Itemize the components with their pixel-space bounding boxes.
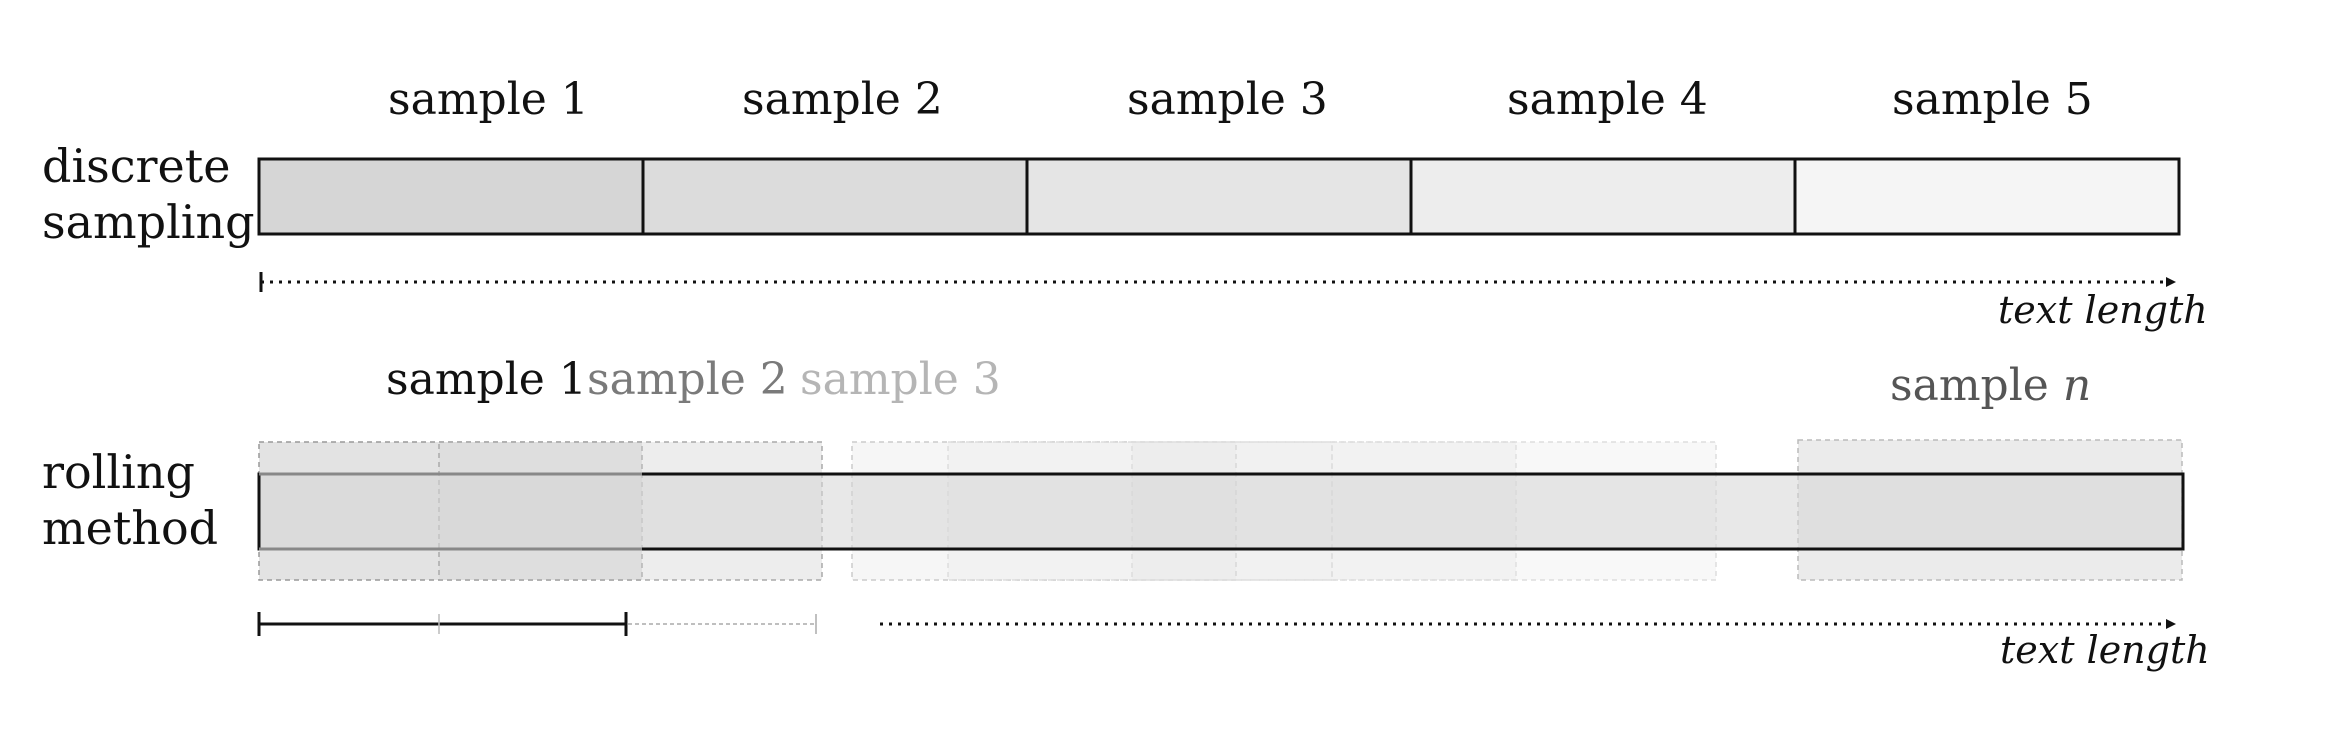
discrete-segment-2	[641, 157, 1029, 236]
discrete-axis-label: text length	[1998, 288, 2208, 332]
rolling-row-label-line1: rolling	[42, 445, 195, 499]
discrete-segment-4	[1409, 157, 1797, 236]
rolling-sample-label-n-var: n	[2062, 360, 2092, 411]
discrete-sample-label-5: sample 5	[1892, 74, 2093, 125]
rolling-sample-label-n-prefix: sample	[1890, 360, 2049, 411]
rolling-sample-label-3: sample 3	[800, 354, 1001, 405]
rolling-row-label: rolling method	[42, 444, 218, 556]
discrete-segment-1	[257, 157, 645, 236]
discrete-segment-3	[1025, 157, 1413, 236]
discrete-row-label: discrete sampling	[42, 138, 255, 250]
rolling-sample-label-2: sample 2	[587, 354, 788, 405]
rolling-row-label-line2: method	[42, 501, 219, 555]
discrete-sample-label-2: sample 2	[742, 74, 943, 125]
discrete-sample-label-1: sample 1	[388, 74, 589, 125]
discrete-row-label-line2: sampling	[42, 195, 255, 249]
rolling-sample-label-1: sample 1	[386, 354, 587, 405]
discrete-segment-5	[1793, 157, 2181, 236]
rolling-axis-label: text length	[2000, 628, 2210, 672]
discrete-row-label-line1: discrete	[42, 139, 231, 193]
rolling-sample-label-n: sample n	[1890, 360, 2091, 411]
discrete-sample-label-3: sample 3	[1127, 74, 1328, 125]
rolling-bar	[257, 472, 2185, 551]
discrete-sample-label-4: sample 4	[1507, 74, 1708, 125]
